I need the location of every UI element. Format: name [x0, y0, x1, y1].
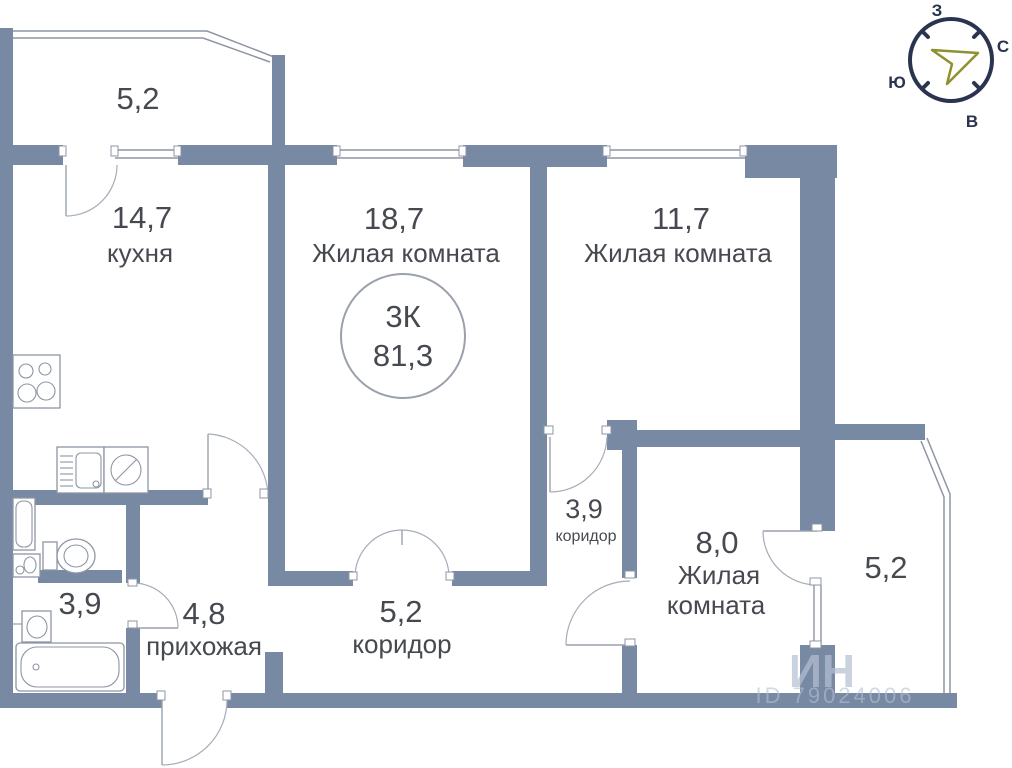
living2-area: 11,7 [652, 201, 710, 236]
window-living3-balcony [813, 585, 822, 645]
kitchen-sink-icon [56, 446, 105, 494]
stove-icon [12, 354, 61, 409]
compass-icon: З С Ю В [888, 1, 1009, 131]
balcony-thin-walls [13, 30, 951, 693]
summary-rooms-type: 3К [385, 299, 420, 334]
bathroom-area: 3,9 [58, 586, 101, 621]
window-kitchen [115, 149, 178, 159]
door-entrance [161, 699, 228, 766]
living1-name: Жилая комната [312, 238, 500, 268]
washing-machine-icon [103, 446, 149, 494]
doors [58, 145, 823, 766]
living1-area: 18,7 [364, 201, 424, 236]
toilet-icon [42, 538, 96, 574]
hallway-area: 4,8 [182, 596, 225, 631]
door-bathroom [132, 582, 179, 629]
balcony-top-area: 5,2 [116, 81, 159, 116]
kitchen-area: 14,7 [112, 200, 172, 235]
corridor-name: коридор [352, 629, 451, 659]
corner-sink-icon [12, 553, 41, 578]
door-living3-balcony [762, 530, 818, 586]
living3-name-line1: Жилая [678, 560, 760, 590]
compass-east: В [966, 112, 978, 131]
living3-name-line2: комната [667, 590, 766, 620]
corridor-area: 5,2 [379, 594, 422, 629]
room-labels: 5,2 14,7 кухня 18,7 Жилая комната 11,7 Ж… [58, 81, 907, 661]
compass-north: С [997, 37, 1009, 56]
fixtures [12, 354, 149, 692]
kitchen-name: кухня [107, 238, 173, 268]
summary-total-area: 81,3 [373, 338, 433, 373]
balcony-right-area: 5,2 [864, 550, 907, 585]
window-living1 [337, 149, 463, 159]
door-window-jambs [58, 145, 823, 701]
living3-area: 8,0 [695, 525, 738, 560]
walls [0, 28, 957, 708]
compass-west: З [932, 1, 943, 20]
door-double-living1 [354, 529, 450, 578]
bathtub-icon [15, 642, 125, 692]
corridor-small-name: коридор [555, 528, 616, 545]
door-corridor-small [549, 436, 608, 493]
compass-south: Ю [888, 73, 906, 92]
watermark-logo: ИН [789, 645, 855, 697]
door-balcony-kitchen [65, 164, 118, 217]
windows [115, 149, 822, 645]
watermark: ИН ID 79024006 [756, 645, 915, 708]
washbasin-icon [13, 610, 52, 643]
north-arrow-icon [930, 48, 980, 86]
corridor-small-area: 3,9 [565, 494, 603, 524]
hallway-name: прихожая [146, 631, 262, 661]
watermark-id: ID 79024006 [756, 683, 915, 708]
living2-name: Жилая комната [584, 238, 772, 268]
summary-circle: 3К 81,3 [340, 273, 466, 399]
window-living2 [607, 149, 745, 159]
shower-tray-icon [12, 497, 36, 551]
door-kitchen [207, 433, 269, 498]
door-living3 [565, 580, 631, 646]
